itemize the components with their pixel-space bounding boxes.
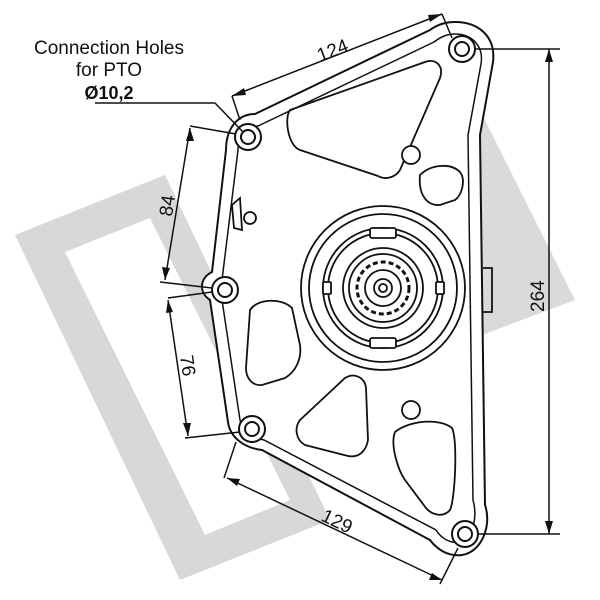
dim-height: 264 [528, 280, 549, 312]
watermark-logo-cutouts [65, 218, 290, 535]
plate-pockets [231, 60, 493, 516]
dimension-arrows [162, 14, 553, 580]
connection-holes [211, 35, 479, 548]
dim-lower-spacing: 76 [175, 354, 199, 378]
connection-hole [451, 520, 479, 548]
dimension-lines [95, 13, 560, 585]
connection-hole [238, 415, 266, 443]
connection-hole [211, 276, 239, 304]
connection-holes-callout: Connection Holes for PTO Ø10,2 [14, 38, 204, 104]
small-holes [243, 145, 421, 420]
callout-diameter: Ø10,2 [84, 83, 134, 103]
connection-hole [448, 35, 476, 63]
dim-top-width: 124 [314, 36, 352, 67]
callout-subtitle: for PTO [75, 60, 143, 81]
pto-hub [300, 205, 466, 371]
dim-upper-spacing: 84 [156, 193, 180, 217]
callout-title: Connection Holes [34, 38, 184, 59]
